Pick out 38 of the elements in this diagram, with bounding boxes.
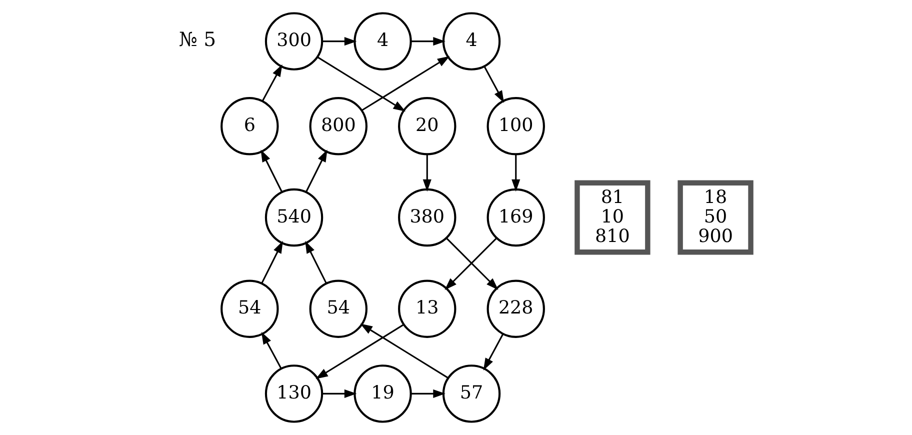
arrow (304, 240, 326, 284)
node-box: 81 10 810 (574, 180, 650, 255)
arrow (315, 324, 404, 380)
arrow (482, 334, 504, 370)
arrow (410, 37, 445, 46)
node-circle: 54 (308, 280, 367, 338)
arrow (304, 150, 327, 192)
arrow (360, 324, 448, 378)
node-circle: 130 (264, 364, 323, 423)
node-circle: 540 (264, 188, 323, 247)
node-circle: 4 (442, 12, 500, 70)
node-circle: 20 (398, 97, 456, 156)
arrow (316, 56, 406, 112)
node-circle: 169 (486, 188, 544, 247)
arrow (322, 389, 356, 398)
arrow (260, 240, 282, 284)
arrow (410, 389, 445, 398)
node-circle: 19 (353, 364, 412, 423)
arrow (322, 37, 356, 46)
node-circle: 54 (220, 280, 278, 338)
arrow (483, 66, 504, 103)
arrow (511, 154, 520, 192)
arrow (260, 332, 282, 369)
label: № 5 (178, 28, 216, 51)
node-box: 18 50 900 (677, 180, 753, 255)
node-circle: 380 (398, 188, 456, 247)
node-circle: 228 (486, 280, 544, 338)
arrow (260, 150, 282, 192)
node-circle: 4 (353, 12, 412, 70)
node-circle: 6 (220, 97, 278, 156)
node-circle: 100 (486, 97, 544, 156)
node-circle: 300 (264, 12, 323, 70)
arrow (422, 154, 431, 192)
node-circle: 57 (442, 364, 500, 423)
arrow (261, 64, 282, 102)
arrow (361, 56, 450, 111)
node-circle: 13 (398, 280, 456, 338)
node-circle: 800 (308, 97, 367, 156)
